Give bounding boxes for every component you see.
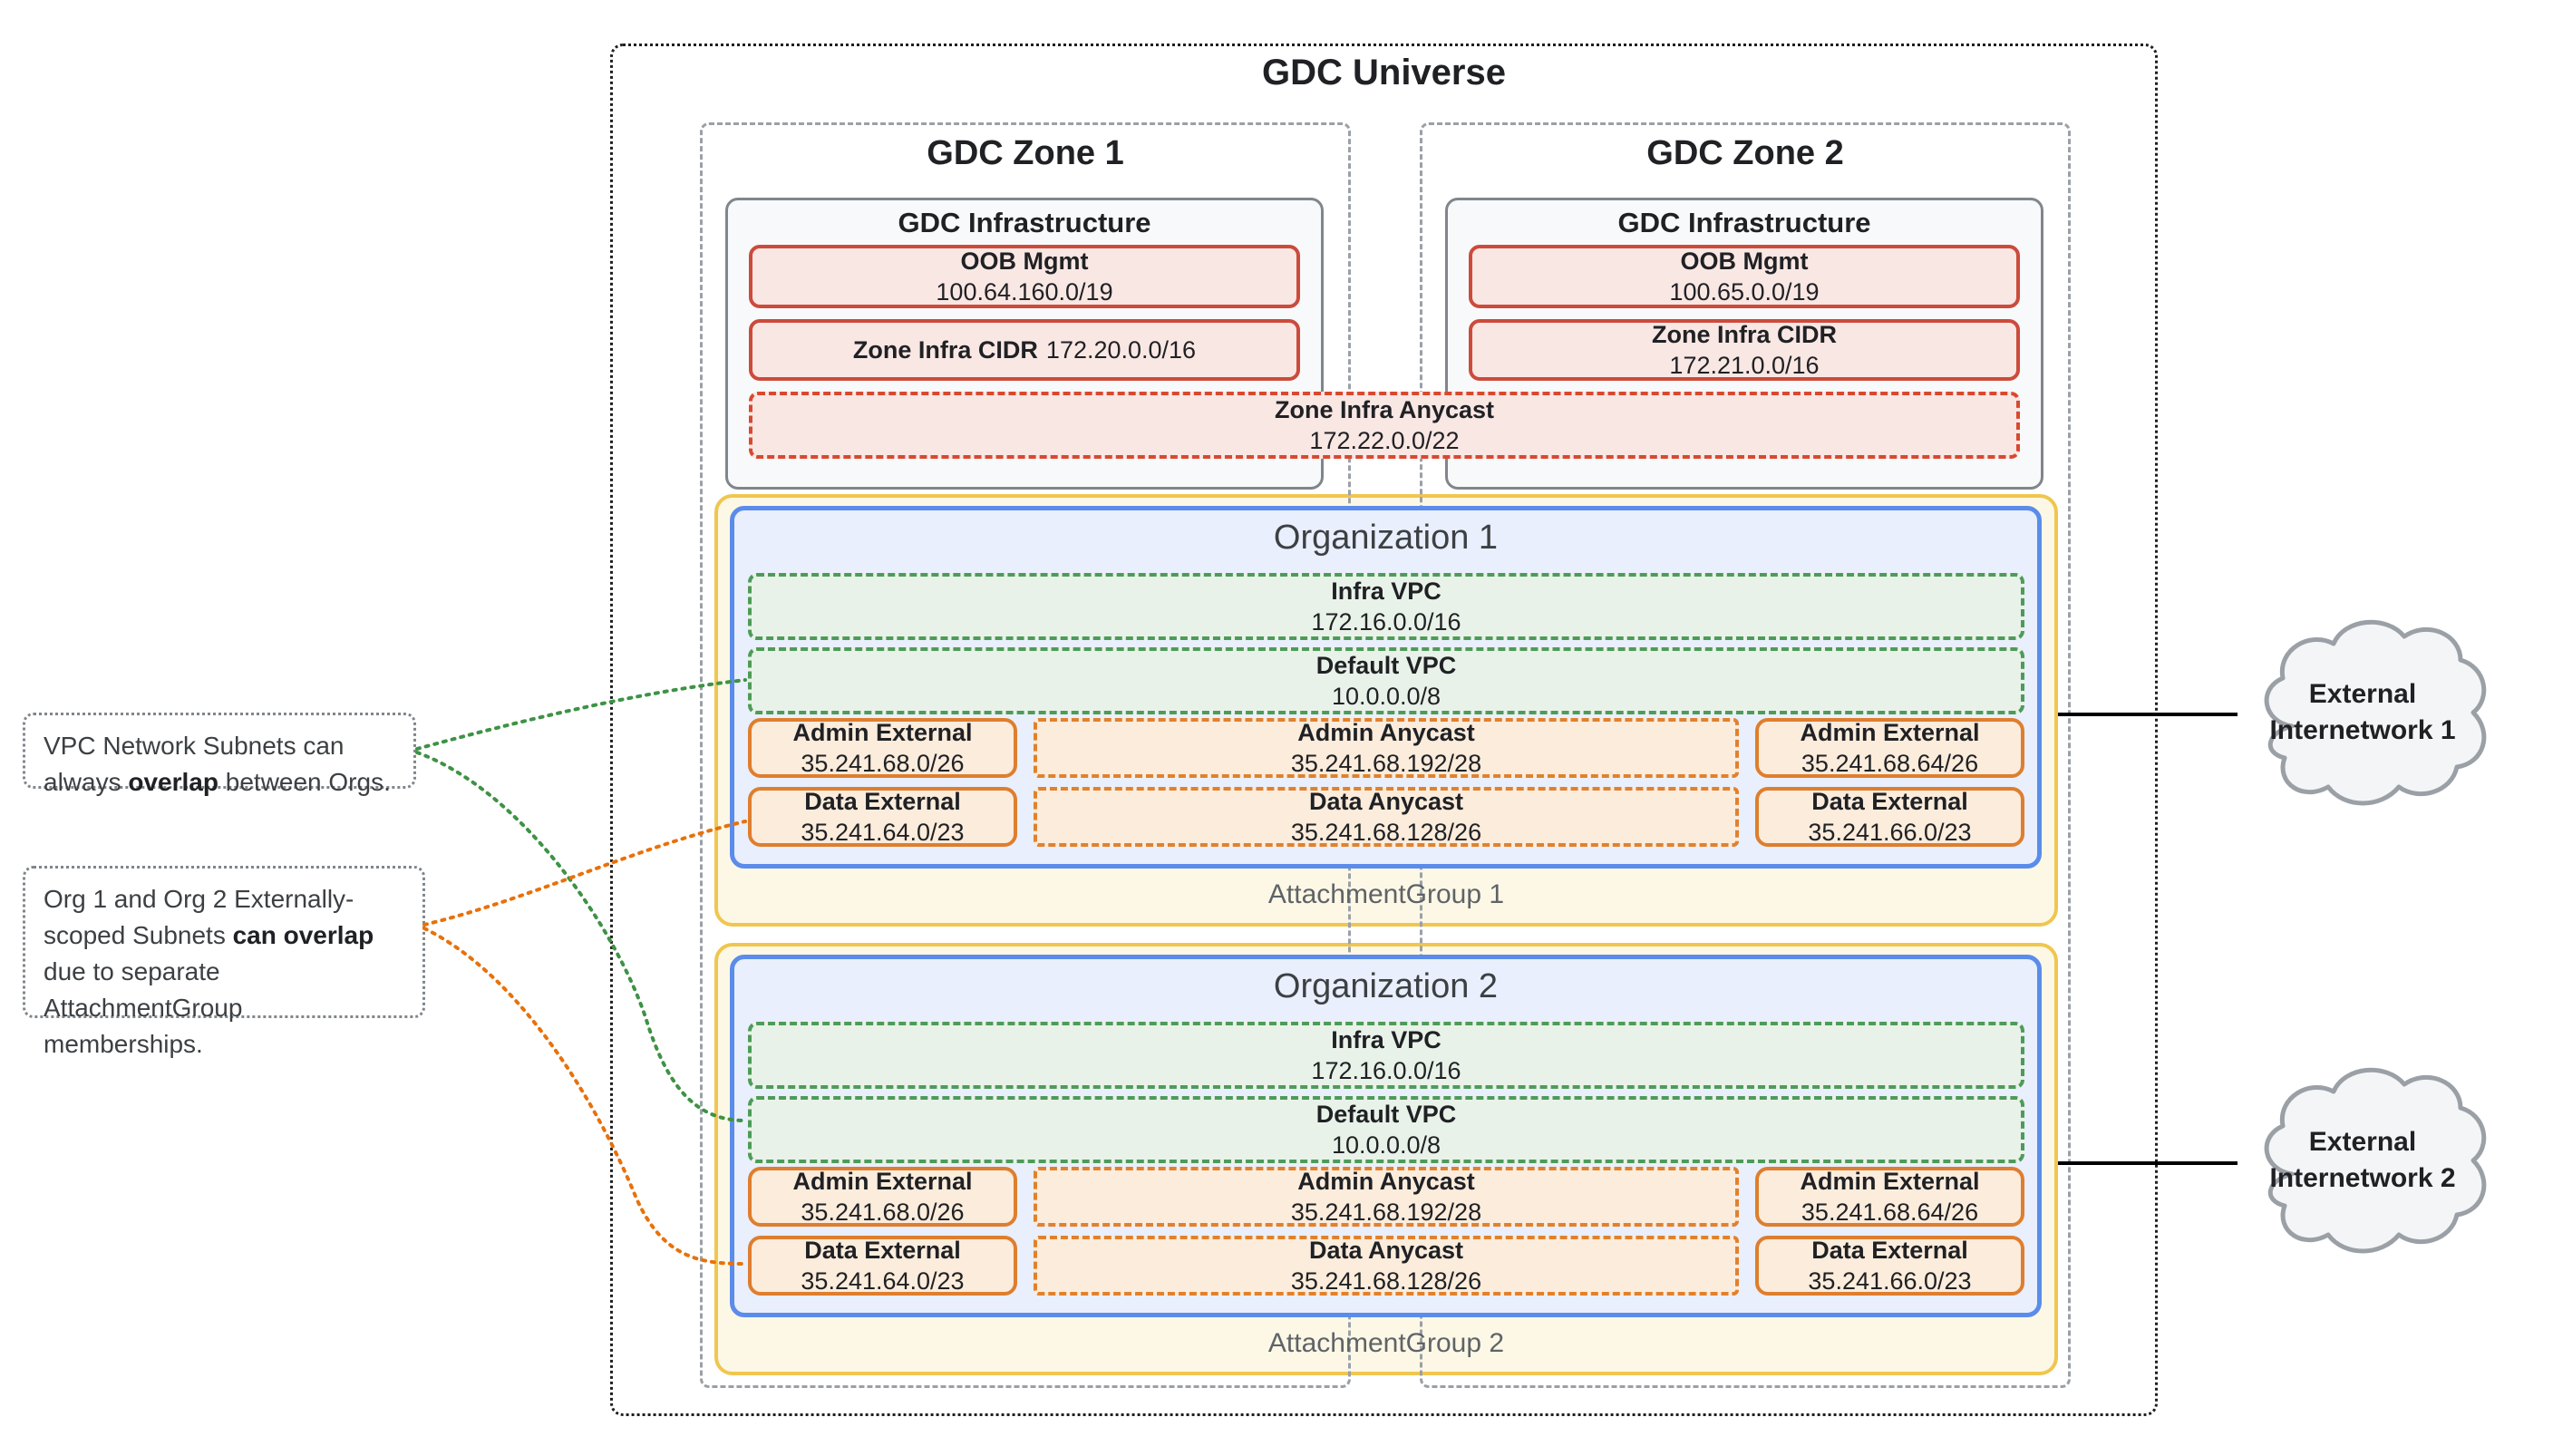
org2-default-vpc-label: Default VPC [1315,1101,1457,1128]
note-text: Org 1 and Org 2 Externally-scoped Subnet… [44,885,354,949]
gdc-zone-1-title: GDC Zone 1 [927,134,1124,172]
org1-admin-external-left-box: Admin External 35.241.68.0/26 [748,718,1017,778]
org1-default-vpc-label: Default VPC [1315,652,1457,679]
zone1-oob-label: OOB Mgmt [960,248,1089,275]
org1-data-external-right-box: Data External 35.241.66.0/23 [1755,787,2024,847]
zone2-oob-label: OOB Mgmt [1680,248,1809,275]
subnet-label: Data External [1811,788,1968,815]
subnet-label: Admin External [1800,719,1980,746]
subnet-cidr: 35.241.68.0/26 [801,750,965,777]
zone2-infra-cidr-label: Zone Infra CIDR [1651,321,1837,348]
org2-infra-vpc-box: Infra VPC 172.16.0.0/16 [748,1022,2024,1089]
org1-admin-external-right-box: Admin External 35.241.68.64/26 [1755,718,2024,778]
zone1-infra-cidr-value: 172.20.0.0/16 [1045,336,1197,364]
zone2-infra-cidr-box: Zone Infra CIDR 172.21.0.0/16 [1469,319,2020,381]
org1-data-external-left-box: Data External 35.241.64.0/23 [748,787,1017,847]
org2-admin-external-right-box: Admin External 35.241.68.64/26 [1755,1167,2024,1227]
org2-infra-vpc-label: Infra VPC [1331,1026,1442,1053]
subnet-label: Admin External [792,719,973,746]
subnet-label: Admin External [792,1168,973,1195]
subnet-cidr: 35.241.64.0/23 [801,1267,965,1295]
note-text: between Orgs. [218,768,391,796]
org1-default-vpc-box: Default VPC 10.0.0.0/8 [748,647,2024,714]
note-text-bold: overlap [128,768,218,796]
subnet-cidr: 35.241.68.0/26 [801,1199,965,1226]
subnet-cidr: 35.241.68.192/28 [1290,750,1482,777]
gdc-zone-2-title: GDC Zone 2 [1646,134,1844,172]
cloud-shape-icon [2264,1067,2487,1254]
note-vpc-overlap: VPC Network Subnets can always overlap b… [23,713,416,796]
subnet-label: Data External [1811,1237,1968,1264]
attachment-group-2-label: AttachmentGroup 2 [1267,1328,1505,1358]
org1-infra-vpc-cidr: 172.16.0.0/16 [1311,608,1461,636]
zone2-infra-cidr-value: 172.21.0.0/16 [1669,352,1820,379]
zone1-oob-mgmt-box: OOB Mgmt 100.64.160.0/19 [749,245,1300,308]
subnet-cidr: 35.241.64.0/23 [801,819,965,846]
note-text: VPC Network Subnets can always [44,732,345,796]
subnet-label: Admin Anycast [1297,1168,1475,1195]
cloud-2-label: External Internetwork 2 [2269,1127,2456,1193]
org1-data-anycast-box: Data Anycast 35.241.68.128/26 [1034,787,1739,847]
note-external-overlap: Org 1 and Org 2 Externally-scoped Subnet… [23,866,425,1058]
subnet-label: Data External [804,1237,961,1264]
cloud-1-label: External Internetwork 1 [2269,679,2456,745]
note-text-bold: can overlap [232,921,374,949]
subnet-label: Data External [804,788,961,815]
org2-admin-external-left-box: Admin External 35.241.68.0/26 [748,1167,1017,1227]
attachment-group-1-label: AttachmentGroup 1 [1267,879,1505,909]
zone2-oob-cidr: 100.65.0.0/19 [1669,278,1820,306]
subnet-cidr: 35.241.68.128/26 [1290,1267,1482,1295]
cloud-shape-icon [2264,619,2487,806]
organization-1-title: Organization 1 [1273,519,1499,557]
subnet-label: Data Anycast [1308,1237,1464,1264]
zone-infra-anycast-label: Zone Infra Anycast [1274,396,1495,423]
org1-admin-anycast-box: Admin Anycast 35.241.68.192/28 [1034,718,1739,778]
subnet-cidr: 35.241.68.128/26 [1290,819,1482,846]
subnet-label: Admin Anycast [1297,719,1475,746]
note-text: due to separate AttachmentGroup membersh… [44,957,243,1058]
subnet-cidr: 35.241.68.64/26 [1801,750,1979,777]
subnet-cidr: 35.241.68.192/28 [1290,1199,1482,1226]
org2-infra-vpc-cidr: 172.16.0.0/16 [1311,1057,1461,1084]
org2-default-vpc-box: Default VPC 10.0.0.0/8 [748,1096,2024,1163]
org1-infra-vpc-box: Infra VPC 172.16.0.0/16 [748,573,2024,640]
zone1-infra-cidr-label: Zone Infra CIDR [852,336,1038,364]
org1-default-vpc-cidr: 10.0.0.0/8 [1331,683,1442,710]
org1-infra-vpc-label: Infra VPC [1331,578,1442,605]
org2-admin-anycast-box: Admin Anycast 35.241.68.192/28 [1034,1167,1739,1227]
zone2-infrastructure-title: GDC Infrastructure [1617,207,1871,238]
subnet-label: Data Anycast [1308,788,1464,815]
org2-data-external-right-box: Data External 35.241.66.0/23 [1755,1236,2024,1296]
zone1-oob-cidr: 100.64.160.0/19 [936,278,1113,306]
org2-default-vpc-cidr: 10.0.0.0/8 [1331,1131,1442,1159]
zone1-infrastructure-title: GDC Infrastructure [898,207,1151,238]
org2-data-external-left-box: Data External 35.241.64.0/23 [748,1236,1017,1296]
organization-2-title: Organization 2 [1273,967,1499,1005]
external-internetwork-2-cloud: External Internetwork 2 [2227,1052,2499,1269]
org2-data-anycast-box: Data Anycast 35.241.68.128/26 [1034,1236,1739,1296]
gdc-universe-title: GDC Universe [1262,53,1506,92]
zone-infra-anycast-value: 172.22.0.0/22 [1309,427,1460,454]
zone-infra-anycast-box: Zone Infra Anycast 172.22.0.0/22 [749,392,2020,459]
subnet-cidr: 35.241.68.64/26 [1801,1199,1979,1226]
subnet-cidr: 35.241.66.0/23 [1808,819,1972,846]
subnet-cidr: 35.241.66.0/23 [1808,1267,1972,1295]
zone2-oob-mgmt-box: OOB Mgmt 100.65.0.0/19 [1469,245,2020,308]
subnet-label: Admin External [1800,1168,1980,1195]
external-internetwork-1-cloud: External Internetwork 1 [2227,604,2499,821]
